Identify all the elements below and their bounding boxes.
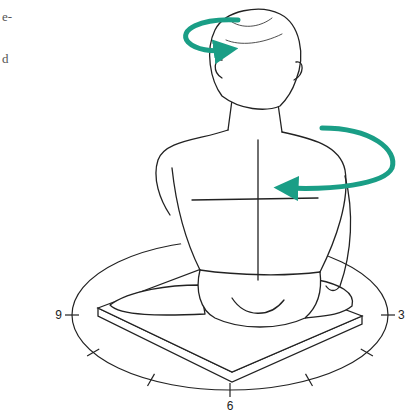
tick-mark [229,383,230,397]
head [210,9,301,109]
tick-mark [65,314,79,315]
ears [215,60,302,80]
left-back-contour [172,168,200,270]
seat-crease [232,298,284,313]
waist-line [200,270,320,275]
text-fragment: d [2,52,9,66]
hips [198,270,321,327]
clock-number: 6 [227,399,234,413]
text-fragment: e- [2,10,12,24]
right-back-contour [282,132,346,272]
tick-mark [306,374,313,386]
tick-mark [87,349,99,356]
left-shoulder [156,130,228,215]
seated-figure [110,9,353,327]
clock-ticks [65,315,395,397]
rotation-arrows [186,20,393,189]
torso-rotation-arrow [286,128,393,188]
tick-mark [361,349,373,356]
left-leg [110,285,205,315]
clock-number: 9 [55,308,62,322]
tick-mark [148,374,155,386]
body-fill [155,130,346,327]
head-rotation-arrow [186,20,238,51]
clock-number: 3 [398,308,405,322]
tick-mark [381,314,395,315]
right-arm [326,176,351,291]
shoulder-line [192,198,318,200]
spine-line [257,140,258,280]
